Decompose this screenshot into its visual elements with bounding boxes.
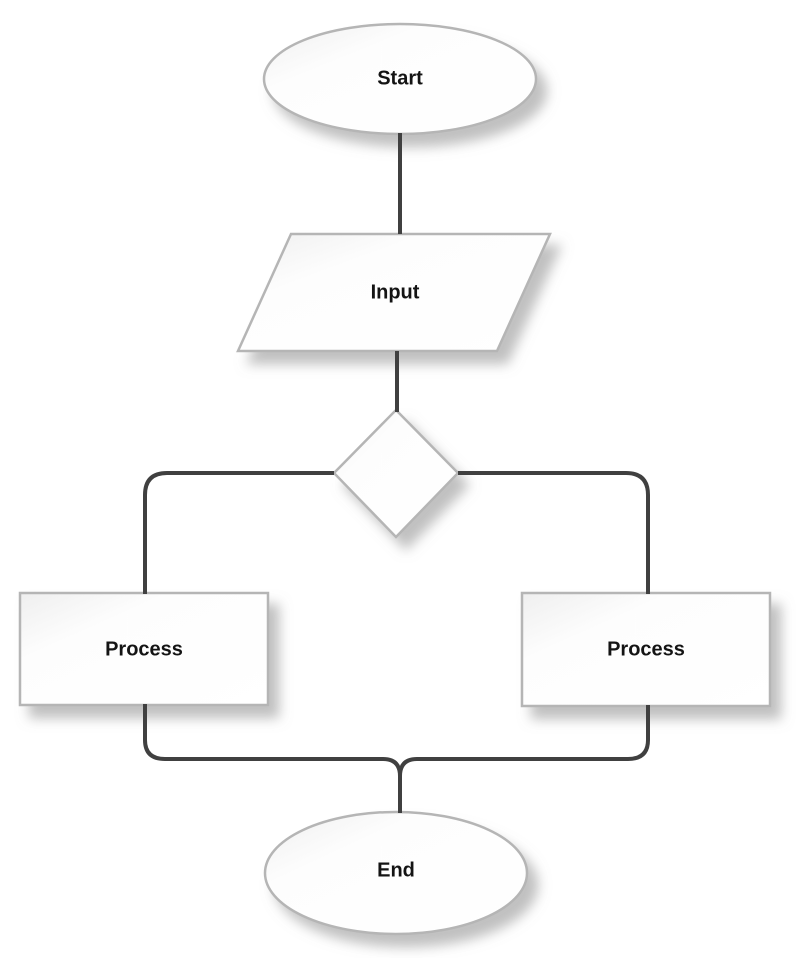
edge-process-left-end xyxy=(143,704,402,813)
process-left-node-shape xyxy=(18,591,270,707)
decision-node-shape xyxy=(332,408,460,539)
edge-decision-process-left xyxy=(143,471,334,594)
input-node-shape xyxy=(236,232,552,353)
process-right-node-shape xyxy=(520,591,772,708)
end-node-shape xyxy=(263,810,529,936)
edge-process-right-end xyxy=(398,705,650,813)
edge-decision-process-right xyxy=(458,471,650,594)
start-node-shape xyxy=(262,22,538,136)
